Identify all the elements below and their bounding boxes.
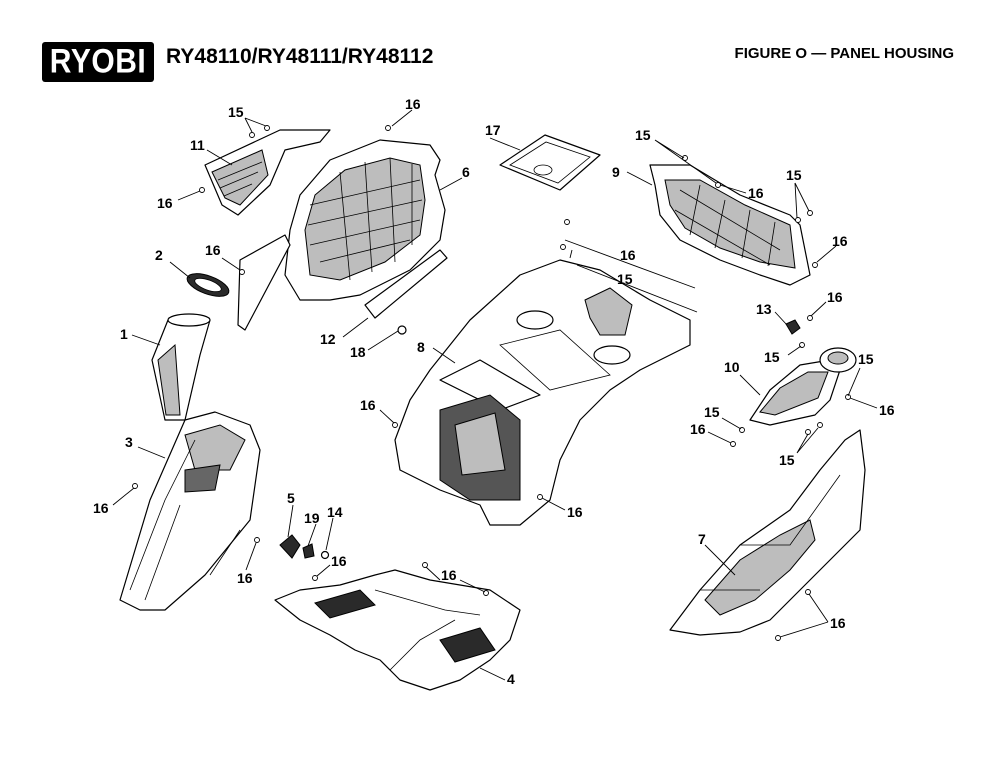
header: RYOBI RY48110/RY48111/RY48112 FIGURE O —… [0, 0, 1000, 100]
callout-15: 15 [764, 349, 780, 365]
callout-15: 15 [779, 452, 795, 468]
figure-title: FIGURE O — PANEL HOUSING [734, 45, 954, 62]
callout-16: 16 [620, 247, 636, 263]
callout-3: 3 [125, 434, 133, 450]
part-9 [649, 164, 811, 286]
callout-16: 16 [205, 242, 221, 258]
callout-16: 16 [405, 96, 421, 112]
callout-6: 6 [462, 164, 470, 180]
part-8 [394, 259, 691, 526]
callout-4: 4 [507, 671, 515, 687]
callout-17: 17 [485, 122, 501, 138]
callout-16: 16 [748, 185, 764, 201]
part-17 [499, 134, 601, 191]
part-6 [284, 139, 446, 301]
callout-16: 16 [832, 233, 848, 249]
leader-lines [112, 109, 878, 681]
callout-16: 16 [331, 553, 347, 569]
callout-16: 16 [360, 397, 376, 413]
screws [132, 125, 851, 641]
callout-15: 15 [228, 104, 244, 120]
callout-16: 16 [441, 567, 457, 583]
callouts: 15 11 16 16 17 6 15 9 16 15 16 16 2 16 1… [93, 96, 895, 687]
logo-text: RYOBI [49, 42, 147, 81]
callout-15: 15 [617, 271, 633, 287]
callout-13: 13 [756, 301, 772, 317]
part-18 [397, 325, 407, 335]
callout-19: 19 [304, 510, 320, 526]
callout-16: 16 [690, 421, 706, 437]
part-7 [669, 429, 866, 636]
part-12 [237, 234, 448, 331]
callout-18: 18 [350, 344, 366, 360]
part-11 [204, 129, 331, 216]
callout-15: 15 [704, 404, 720, 420]
part-4 [274, 569, 521, 691]
callout-1: 1 [120, 326, 128, 342]
part-19 [302, 543, 315, 559]
callout-16: 16 [567, 504, 583, 520]
model-numbers: RY48110/RY48111/RY48112 [166, 45, 434, 68]
callout-16: 16 [93, 500, 109, 516]
callout-2: 2 [155, 247, 163, 263]
callout-15: 15 [786, 167, 802, 183]
ryobi-logo: RYOBI [42, 42, 154, 82]
callout-7: 7 [698, 531, 706, 547]
part-5 [279, 534, 301, 559]
callout-9: 9 [612, 164, 620, 180]
callout-11: 11 [190, 137, 205, 153]
part-3 [119, 411, 261, 611]
callout-5: 5 [287, 490, 295, 506]
callout-14: 14 [327, 504, 343, 520]
callout-15: 15 [635, 127, 651, 143]
callout-16: 16 [830, 615, 846, 631]
part-10 [749, 347, 857, 426]
callout-16: 16 [827, 289, 843, 305]
callout-12: 12 [320, 331, 336, 347]
callout-8: 8 [417, 339, 425, 355]
callout-10: 10 [724, 359, 740, 375]
callout-16: 16 [157, 195, 173, 211]
part-1 [151, 313, 211, 421]
part-14 [320, 550, 330, 560]
callout-16: 16 [879, 402, 895, 418]
callout-16: 16 [237, 570, 253, 586]
part-2 [186, 273, 230, 297]
callout-15: 15 [858, 351, 874, 367]
part-13 [785, 319, 801, 335]
